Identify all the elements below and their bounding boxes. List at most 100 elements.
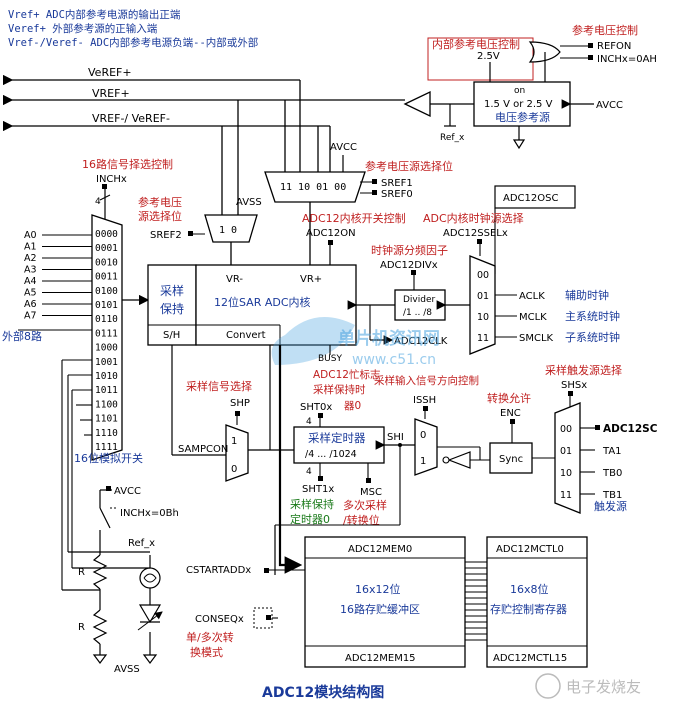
analog-input-label: A1	[24, 242, 37, 253]
trigger-source-name: TB0	[602, 468, 622, 479]
avss-ground-2	[142, 654, 158, 664]
sample-timer-values: /4 ... /1024	[305, 449, 357, 460]
ref-box-label: 电压参考源	[495, 110, 550, 124]
clock-source-desc: 子系统时钟	[565, 330, 620, 344]
mux-code: 1010	[95, 371, 118, 382]
conseq-note-2: 换模式	[190, 645, 223, 659]
issh-code-1: 1	[420, 456, 426, 467]
ref-select-title: 参考电压源选择位	[365, 159, 453, 173]
mctl-desc-1: 16x8位	[510, 582, 549, 596]
inverter-icon	[447, 451, 471, 469]
ssel-label: ADC12SSELx	[443, 228, 508, 239]
refon-pin	[588, 43, 593, 48]
mux-code: 0001	[95, 243, 118, 254]
trigger-title: 采样触发源选择	[545, 363, 622, 377]
sync-label: Sync	[499, 454, 523, 465]
sref2-pin	[188, 231, 193, 236]
trigger-mux-code: 10	[560, 468, 572, 479]
sref0-pin	[372, 190, 377, 195]
sample-timer-label: 采样定时器	[308, 431, 366, 445]
trigger-source-name: TA1	[602, 446, 622, 457]
diagram-caption: ADC12模块结构图	[262, 684, 384, 701]
temp-avcc-label: AVCC	[114, 486, 141, 497]
cstart-label: CSTARTADDx	[186, 565, 251, 576]
sampcon-label: SAMPCON	[178, 444, 228, 455]
clock-select-title: ADC内核时钟源选择	[423, 211, 524, 225]
ground-icon	[512, 139, 526, 150]
note-veref-plus: Veref+ 外部参考源的正输入端	[8, 22, 158, 35]
enc-label: ENC	[500, 408, 521, 419]
footer-watermark: 电子发烧友	[566, 678, 641, 696]
sar-adc-core	[195, 264, 357, 346]
sht1x-pin	[318, 476, 323, 481]
sht0x-label: SHT0x	[300, 402, 332, 413]
msc-note-2: /转换位	[343, 513, 380, 527]
mux-code: 0000	[95, 229, 118, 240]
ref-x-top-label: Ref_x	[440, 133, 465, 143]
shp-code-0: 0	[231, 464, 237, 475]
trigger-mux-code: 11	[560, 490, 572, 501]
clock-source-desc: 主系统时钟	[565, 309, 620, 323]
sref2-mux	[204, 214, 258, 243]
ref-buffer-icon	[403, 90, 431, 118]
input-mux-inchx: INCHx	[96, 174, 127, 185]
sample-timer	[293, 426, 385, 464]
shp-code-1: 1	[231, 436, 237, 447]
clock-source-name: ACLK	[519, 291, 545, 302]
mux-code: 0011	[95, 272, 118, 283]
divider-title: 时钟源分频因子	[371, 243, 448, 257]
ssel-pin	[477, 239, 482, 244]
temp-ref-x-label: Ref_x	[128, 538, 155, 549]
trigger-mux	[554, 402, 581, 514]
sref2-label: SREF2	[150, 230, 182, 241]
analog-input-label: A3	[24, 265, 37, 276]
enc-title: 转换允许	[487, 391, 531, 405]
trigger-mux-codes: 00 01 10 11	[560, 424, 572, 501]
mctl-desc-2: 存贮控制寄存器	[490, 602, 567, 616]
sht0x-width: 4	[306, 417, 312, 427]
note-vref-minus: Vref-/Veref- ADC内部参考电源负端--内部或外部	[8, 36, 258, 49]
ref-select-avcc: AVCC	[330, 142, 357, 153]
input-direction-title: 采样输入信号方向控制	[374, 374, 479, 387]
shsx-label: SHSx	[561, 380, 587, 391]
analog-input-label: A4	[24, 276, 37, 287]
input-mux-title: 16路信号择选控制	[82, 157, 173, 171]
mux-code: 0111	[95, 328, 118, 339]
divider-values: /1 .. /8	[403, 308, 432, 318]
mux-code: 0101	[95, 300, 118, 311]
issh-mux	[414, 418, 438, 476]
issh-pin	[423, 406, 428, 411]
ref-internal-switch-label: 内部参考电压控制	[432, 37, 520, 51]
mux-code: 0110	[95, 314, 118, 325]
sref2-title-2: 源选择位	[138, 209, 182, 223]
sh-label: S/H	[163, 330, 180, 341]
mctl0-label: ADC12MCTL0	[496, 544, 564, 555]
divider-label: Divider	[403, 295, 436, 305]
clock-source-mux	[469, 255, 496, 355]
memory-link-lines	[465, 561, 487, 641]
sref1-pin	[372, 179, 377, 184]
mem15-label: ADC12MEM15	[345, 653, 416, 664]
adc12osc-box	[494, 185, 576, 209]
vr-minus-label: VR-	[226, 274, 243, 285]
external-8-channels-label: 外部8路	[2, 329, 42, 343]
mux-code: 0100	[95, 286, 118, 297]
temp-avss-label: AVSS	[114, 664, 140, 675]
sar-core-label: 12位SAR ADC内核	[214, 295, 311, 309]
analog-input-label: A5	[24, 288, 37, 299]
issh-label: ISSH	[413, 395, 436, 406]
watermark-text-2: www.c51.cn	[352, 352, 436, 368]
trigger-mux-code: 00	[560, 424, 572, 435]
avcc-pin	[106, 486, 111, 491]
mem0-label: ADC12MEM0	[348, 544, 412, 555]
ref-control-title: 参考电压控制	[572, 23, 638, 37]
mux-code: 1011	[95, 385, 118, 396]
trigger-mux-code: 01	[560, 446, 572, 457]
mux-code: 0010	[95, 257, 118, 268]
inchx-pin	[588, 55, 593, 60]
mux-code: 1100	[95, 399, 118, 410]
voltage-2-5-label: 2.5V	[477, 51, 500, 62]
